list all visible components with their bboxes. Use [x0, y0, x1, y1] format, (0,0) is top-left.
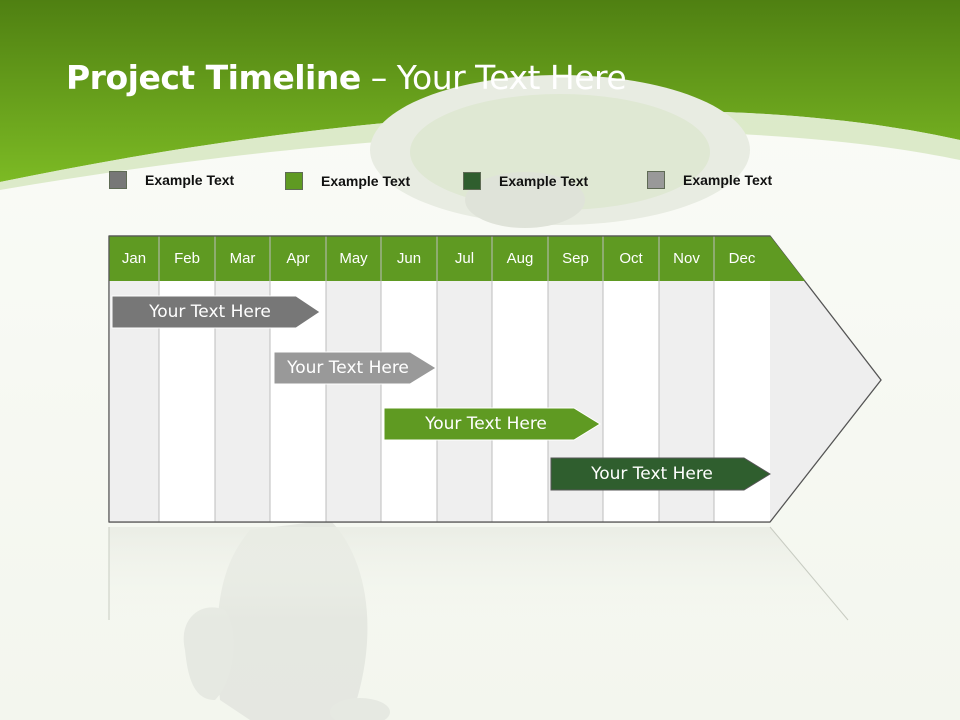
task-bar-label: Your Text Here: [591, 464, 713, 484]
task-bar-label: Your Text Here: [425, 414, 547, 434]
legend-item: Example Text: [463, 172, 588, 190]
month-label: Aug: [506, 250, 534, 267]
month-label: Feb: [174, 250, 200, 267]
title-rest: – Your Text Here: [360, 58, 627, 97]
legend-item: Example Text: [285, 172, 410, 190]
legend-swatch: [647, 171, 665, 189]
task-bar-3: [383, 407, 601, 441]
legend-label: Example Text: [321, 173, 411, 189]
task-bar-label: Your Text Here: [149, 302, 271, 322]
task-bar-4: [550, 457, 771, 491]
month-label: Jan: [121, 250, 147, 267]
month-label: Apr: [286, 250, 310, 267]
month-label: Dec: [728, 250, 756, 267]
legend-item: Example Text: [647, 171, 772, 189]
legend-swatch: [109, 171, 127, 189]
legend-label: Example Text: [683, 172, 773, 188]
timeline-reflection: [109, 527, 848, 620]
timeline-arrow-head: [770, 281, 881, 522]
page-title: Project Timeline – Your Text Here: [66, 58, 627, 97]
legend-swatch: [285, 172, 303, 190]
month-column: [492, 281, 548, 522]
task-bar-1: [111, 295, 321, 329]
legend-label: Example Text: [499, 173, 589, 189]
month-label: Mar: [229, 250, 256, 267]
month-label: May: [339, 250, 368, 267]
task-bar-2: [273, 351, 437, 385]
month-label: Nov: [673, 250, 700, 267]
month-column: [326, 281, 381, 522]
legend-label: Example Text: [145, 172, 235, 188]
month-column: [437, 281, 492, 522]
task-bar-label: Your Text Here: [287, 358, 409, 378]
legend-swatch: [463, 172, 481, 190]
title-bold: Project Timeline: [66, 58, 361, 97]
legend-item: Example Text: [109, 171, 234, 189]
month-label: Jun: [396, 250, 422, 267]
month-label: Jul: [454, 250, 475, 267]
month-header-band: [109, 236, 805, 281]
month-label: Sep: [562, 250, 589, 267]
month-label: Oct: [619, 250, 643, 267]
month-column: [381, 281, 437, 522]
